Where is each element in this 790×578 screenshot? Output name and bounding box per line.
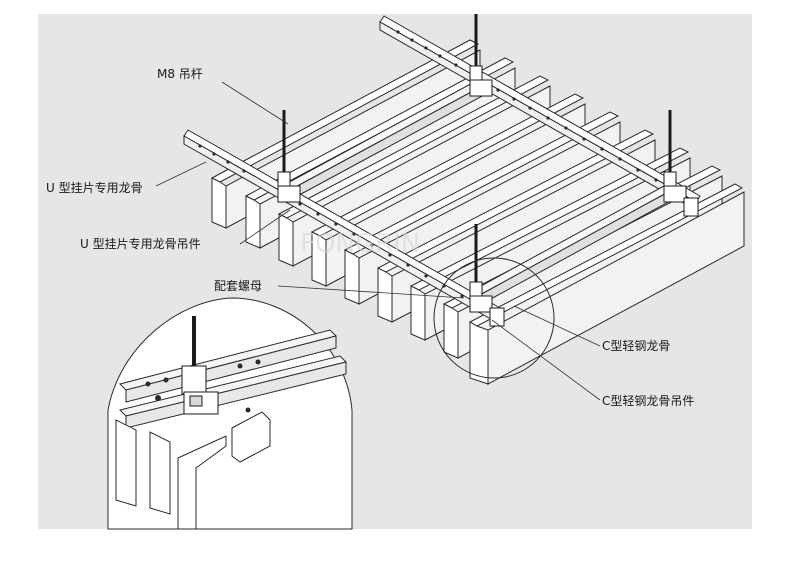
label-c-keel: C型轻钢龙骨 bbox=[602, 339, 670, 353]
label-u-keel-hanger: U 型挂片专用龙骨吊件 bbox=[80, 236, 201, 251]
u-keel-front bbox=[183, 129, 501, 323]
watermark: FONGRIN bbox=[300, 229, 420, 259]
u-baffle bbox=[468, 183, 745, 385]
leader-nut bbox=[277, 285, 465, 299]
c-keels bbox=[280, 79, 674, 307]
detail-circle bbox=[433, 257, 555, 379]
label-c-keel-hanger: C型轻钢龙骨吊件 bbox=[602, 394, 694, 408]
leader-u-keel-hanger bbox=[239, 209, 291, 245]
detail-view bbox=[107, 297, 353, 530]
label-u-keel: U 型挂片专用龙骨 bbox=[46, 180, 143, 195]
hanger-brackets bbox=[277, 65, 699, 327]
leader-rod bbox=[221, 81, 289, 125]
leader-u-keel bbox=[155, 161, 207, 187]
label-nut: 配套螺母 bbox=[214, 279, 262, 293]
leader-c-keel bbox=[513, 305, 601, 347]
u-baffle-panels bbox=[210, 39, 745, 385]
leader-lines bbox=[155, 81, 601, 401]
leader-c-keel-hanger bbox=[491, 319, 601, 401]
label-m8-rod: M8 吊杆 bbox=[157, 67, 203, 81]
u-keels bbox=[183, 15, 701, 323]
